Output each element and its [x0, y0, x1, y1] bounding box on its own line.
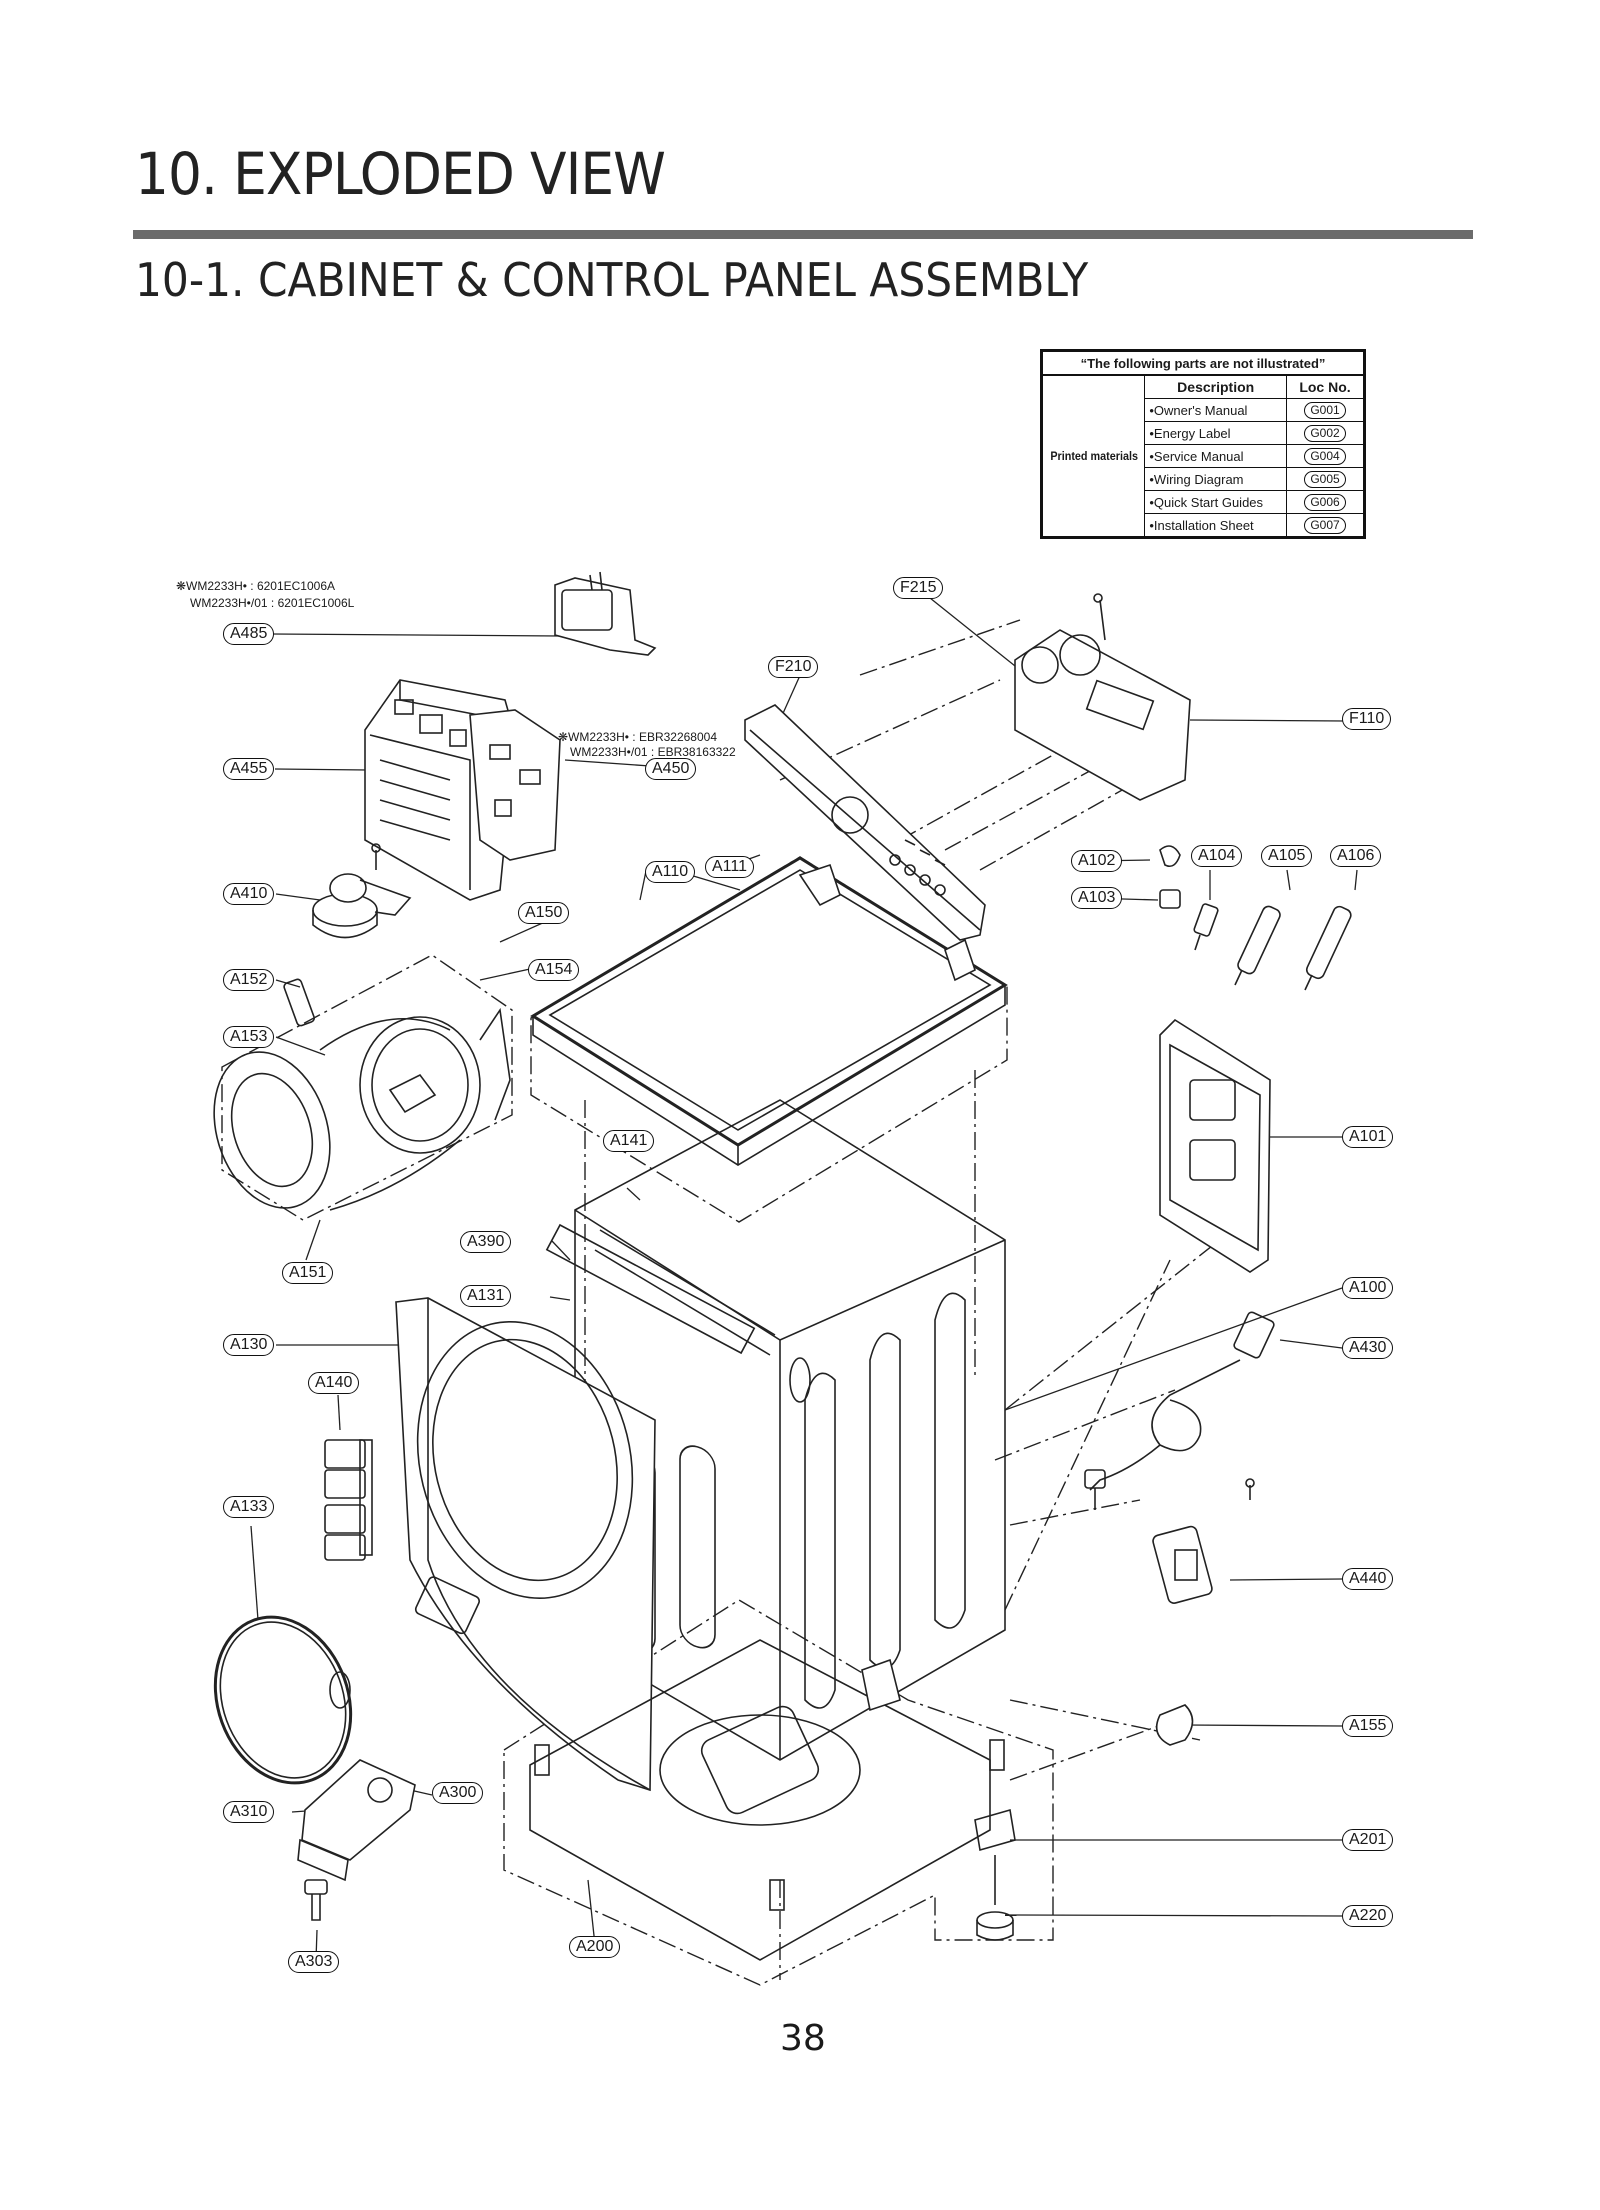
callout-A155: A155 [1342, 1715, 1394, 1737]
callout-A410: A410 [223, 883, 275, 905]
callout-A430: A430 [1342, 1337, 1394, 1359]
parts-a102-a106-small [1159, 845, 1352, 991]
callout-A104: A104 [1191, 845, 1243, 867]
callout-A220: A220 [1342, 1905, 1394, 1927]
part-a300-service-cover [297, 1759, 416, 1882]
callout-A103: A103 [1071, 887, 1123, 909]
callout-F210: F210 [768, 656, 819, 678]
a485-model-note-1: ❋WM2233H• : 6201EC1006A [176, 579, 336, 593]
callout-A455: A455 [223, 758, 275, 780]
callout-F110: F110 [1342, 708, 1392, 730]
row-desc: •Quick Start Guides [1144, 490, 1287, 514]
a450-model-note-1: ❋WM2233H• : EBR32268004 [558, 730, 718, 744]
loc-badge: G002 [1304, 424, 1346, 442]
part-a133-gasket-ring [213, 1615, 353, 1785]
callout-A201: A201 [1342, 1829, 1394, 1851]
loc-badge: G007 [1304, 516, 1346, 534]
callout-A131: A131 [460, 1285, 512, 1307]
part-a200-base [529, 1639, 1005, 1961]
table-row: •Service Manual G004 [1042, 444, 1365, 468]
callout-A151: A151 [282, 1262, 334, 1284]
part-f110-dispenser-pcb [1014, 593, 1191, 801]
callout-A100: A100 [1342, 1277, 1394, 1299]
callout-A310: A310 [223, 1801, 275, 1823]
not-illustrated-parts-table: “The following parts are not illustrated… [1040, 349, 1366, 539]
callout-F215: F215 [893, 577, 944, 599]
page-number: 38 [780, 2018, 826, 2059]
a485-model-note-2: WM2233H•/01 : 6201EC1006L [190, 596, 355, 610]
callout-A133: A133 [223, 1496, 275, 1518]
loc-badge: G005 [1304, 470, 1346, 488]
category-cell: Printed materials [1046, 374, 1141, 538]
callout-A141: A141 [603, 1130, 655, 1152]
part-a485-display [554, 571, 657, 656]
page-title: 10. EXPLODED VIEW [135, 140, 666, 208]
row-desc: •Service Manual [1144, 444, 1287, 468]
callout-A440: A440 [1342, 1568, 1394, 1590]
callout-A110: A110 [645, 861, 696, 883]
callout-A106: A106 [1330, 845, 1382, 867]
callout-A303: A303 [288, 1951, 340, 1973]
loc-badge: G006 [1304, 493, 1346, 511]
callout-A450: A450 [645, 758, 697, 780]
part-f210-control-panel [744, 704, 986, 941]
part-a201-a220-legs [974, 1808, 1016, 1941]
table-heading: “The following parts are not illustrated… [1041, 350, 1365, 376]
col-description: Description [1144, 374, 1287, 399]
callout-A101: A101 [1342, 1126, 1394, 1148]
part-a140-hinges [324, 1439, 373, 1561]
callout-A105: A105 [1261, 845, 1313, 867]
callout-A130: A130 [223, 1334, 275, 1356]
callout-A390: A390 [460, 1231, 512, 1253]
part-a110-top-plate [530, 856, 1008, 1166]
part-a440-filter [1152, 1478, 1255, 1604]
loc-badge: G001 [1304, 401, 1346, 419]
callout-A102: A102 [1071, 850, 1123, 872]
part-a155-cap [1155, 1704, 1194, 1746]
section-title: 10-1. CABINET & CONTROL PANEL ASSEMBLY [135, 253, 1089, 307]
callout-A140: A140 [308, 1372, 360, 1394]
a450-model-note-2: WM2233H•/01 : EBR38163322 [570, 745, 736, 759]
title-divider [133, 230, 1473, 239]
part-a450-sub-pcb [469, 709, 561, 861]
part-a303-screw [304, 1879, 328, 1921]
table-row: •Installation Sheet G007 [1042, 513, 1365, 538]
callout-A153: A153 [223, 1026, 275, 1048]
callout-A300: A300 [432, 1782, 484, 1804]
callout-A152: A152 [223, 969, 275, 991]
part-a130-front-panel [395, 1297, 656, 1792]
row-desc: •Installation Sheet [1144, 513, 1287, 538]
table-row: •Quick Start Guides G006 [1042, 490, 1365, 514]
callout-A200: A200 [569, 1936, 621, 1958]
part-a101-rear-panel [1159, 1018, 1271, 1273]
part-a430-power-cord [1084, 1311, 1275, 1510]
callout-A150: A150 [518, 902, 570, 924]
part-a410-knob [312, 843, 412, 939]
part-a150-door-assembly [213, 978, 511, 1211]
callout-A485: A485 [223, 623, 275, 645]
loc-badge: G004 [1304, 447, 1346, 465]
callout-A111: A111 [705, 856, 754, 878]
callout-A154: A154 [528, 959, 580, 981]
